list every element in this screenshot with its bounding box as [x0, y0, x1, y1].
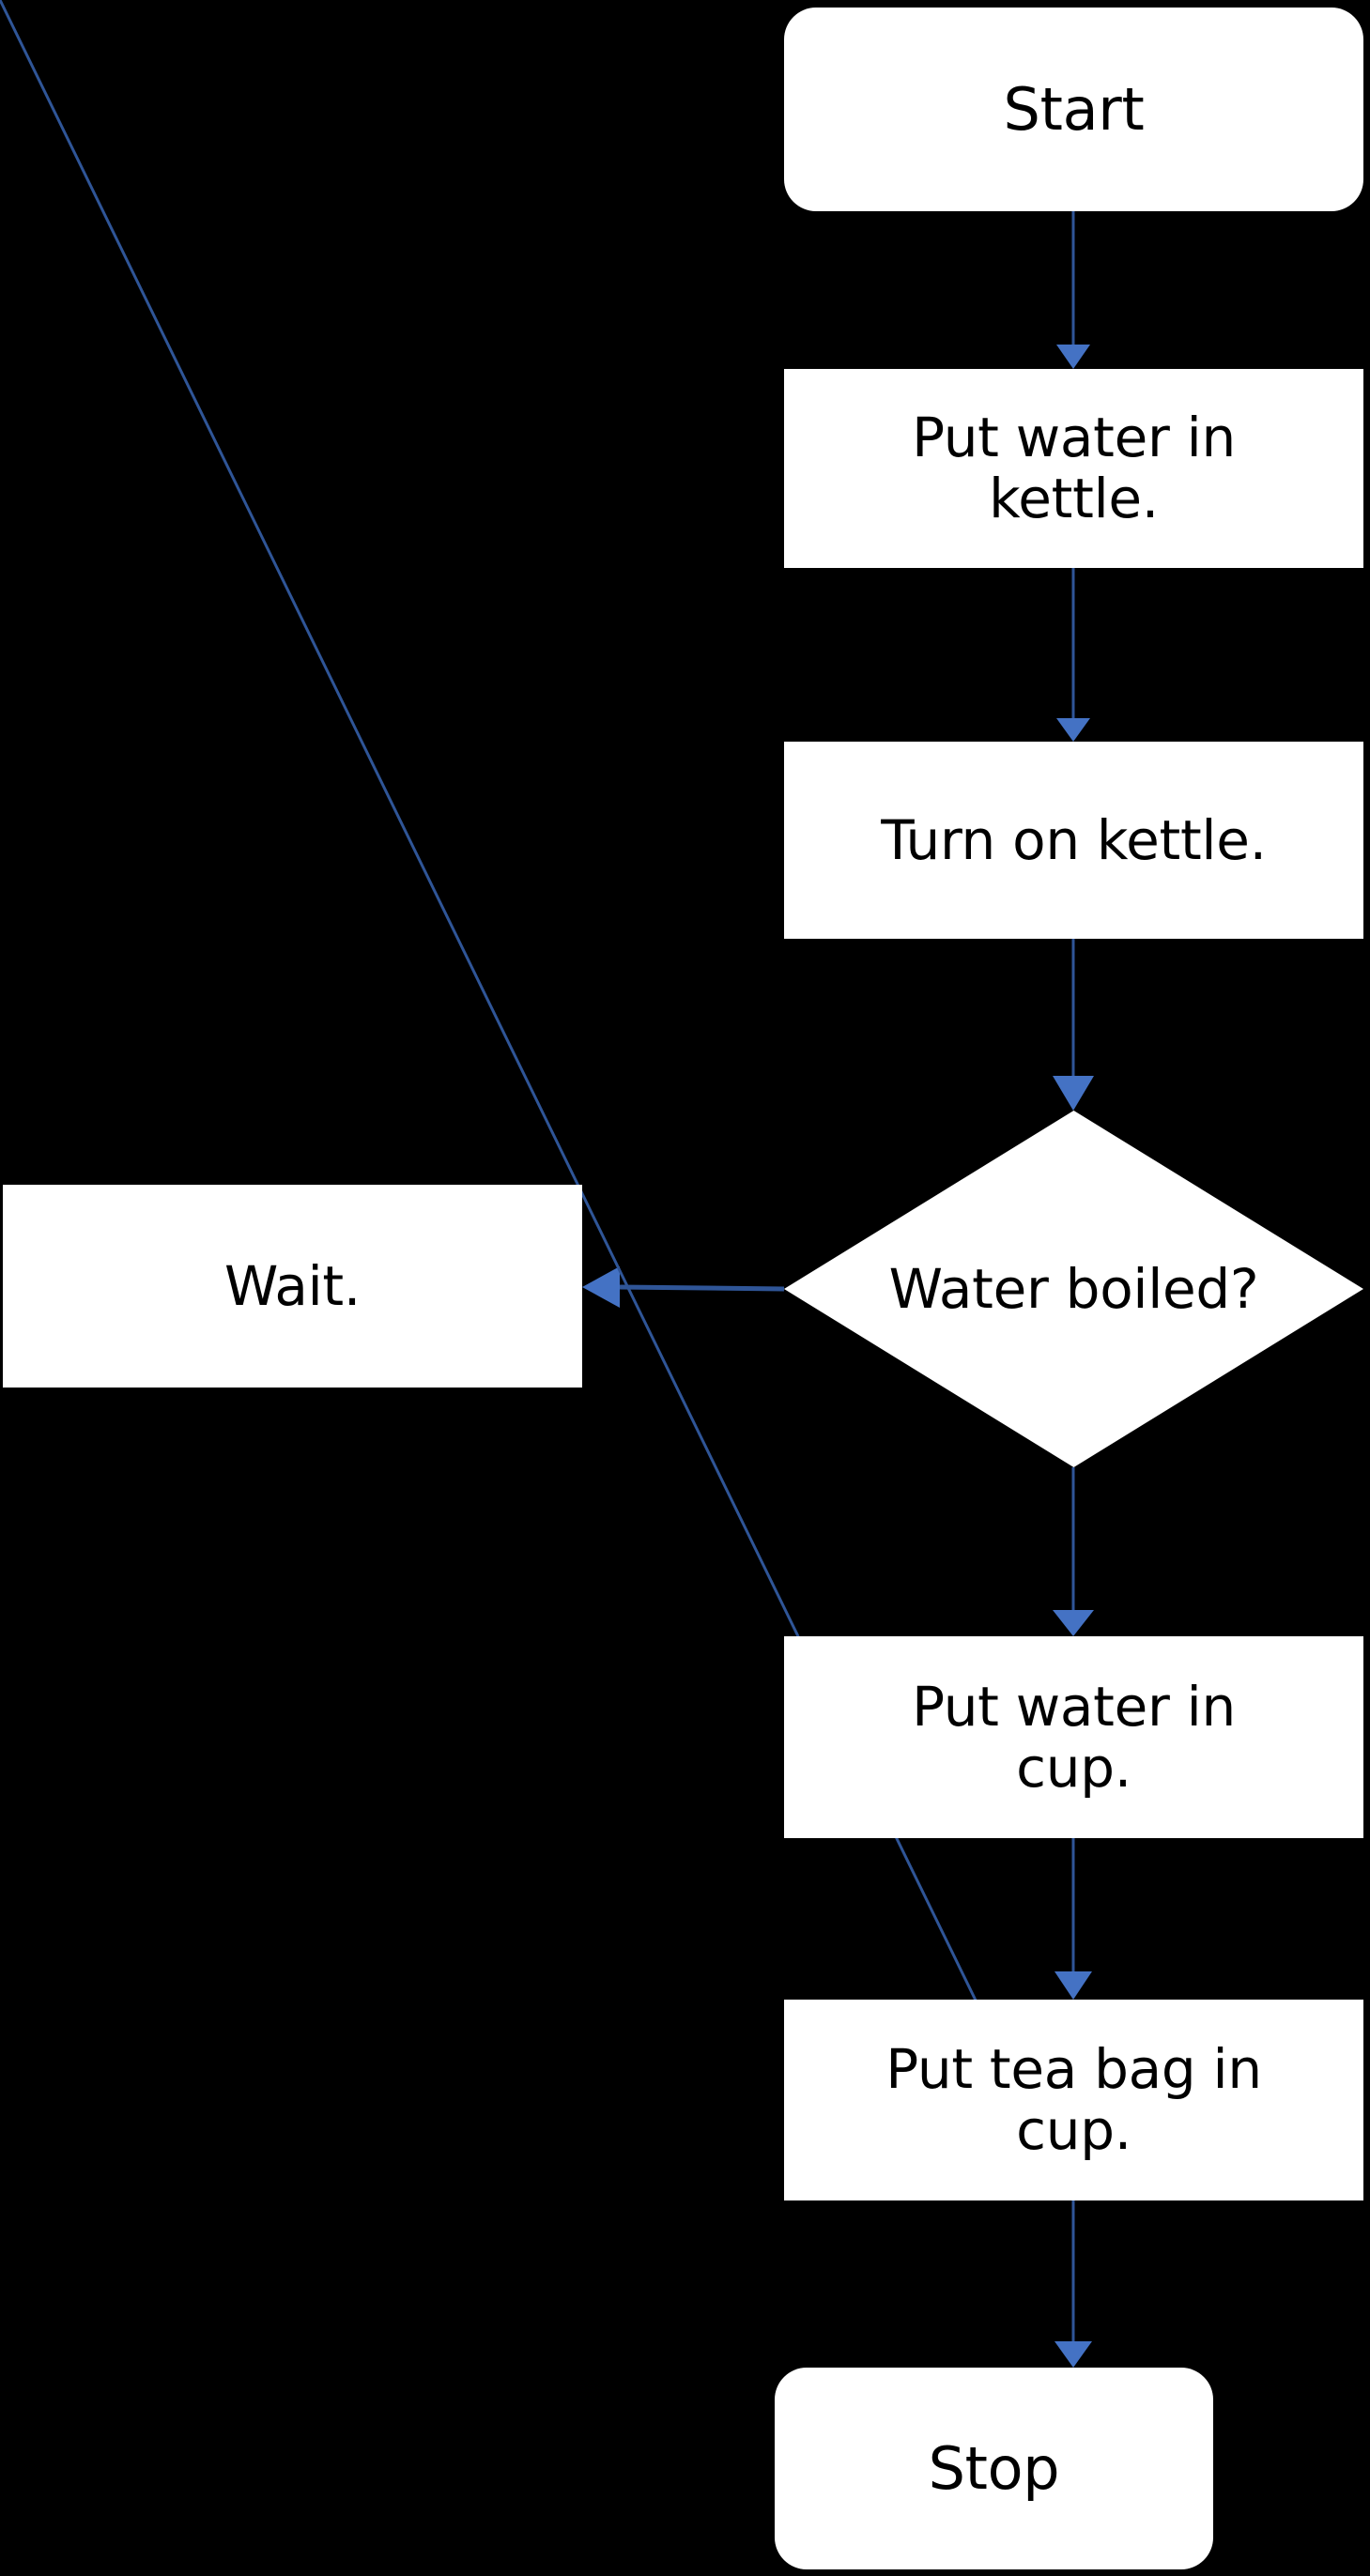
node-put-water-in-kettle-label: Put water in kettle.: [912, 406, 1236, 530]
node-stop[interactable]: Stop: [775, 2368, 1213, 2569]
node-put-tea-bag-in-cup[interactable]: Put tea bag in cup.: [784, 2000, 1363, 2200]
connector-start-to-put-water-in-kettle: [1056, 211, 1090, 369]
node-turn-on-kettle-label: Turn on kettle.: [881, 807, 1267, 872]
connector-put-water-in-cup-to-put-tea-bag-in-cup: [1054, 1838, 1092, 2000]
node-wait[interactable]: Wait.: [3, 1185, 582, 1388]
node-stop-label: Stop: [928, 2433, 1060, 2503]
node-wait-label: Wait.: [224, 1253, 361, 1318]
node-put-water-in-kettle[interactable]: Put water in kettle.: [784, 369, 1363, 568]
node-turn-on-kettle[interactable]: Turn on kettle.: [784, 742, 1363, 939]
connector-water-boiled-to-put-water-in-cup: [1053, 1467, 1094, 1636]
node-start[interactable]: Start: [784, 8, 1363, 211]
connector-turn-on-kettle-to-water-boiled: [1053, 939, 1094, 1111]
node-water-boiled-label: Water boiled?: [888, 1256, 1259, 1321]
node-put-tea-bag-in-cup-label: Put tea bag in cup.: [885, 2037, 1262, 2162]
node-put-water-in-cup-label: Put water in cup.: [912, 1674, 1236, 1800]
connector-put-water-in-kettle-to-turn-on-kettle: [1056, 568, 1090, 742]
node-put-water-in-cup[interactable]: Put water in cup.: [784, 1636, 1363, 1838]
connector-water-boiled-to-wait: [582, 1266, 785, 1308]
node-start-label: Start: [1003, 74, 1145, 144]
node-water-boiled[interactable]: Water boiled?: [784, 1111, 1363, 1467]
